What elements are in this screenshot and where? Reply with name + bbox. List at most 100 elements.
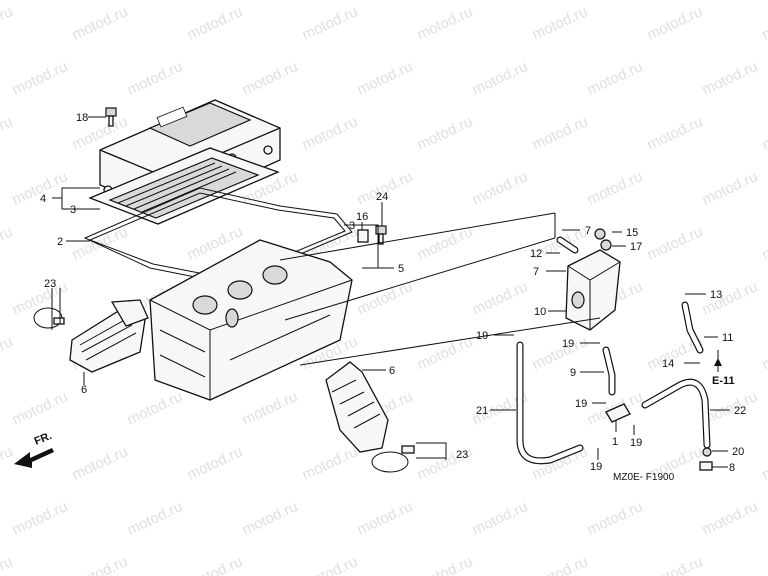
cap-17 [600,239,612,251]
label-21: 21 [476,405,488,417]
watermark-text: motod.ru [10,388,71,428]
watermark-text: motod.ru [700,168,761,208]
label-e11: E-11 [712,375,735,387]
intake-duct-left [69,299,149,373]
air-cleaner-case [149,239,353,401]
watermark-text: motod.ru [0,333,15,373]
watermark-text: motod.ru [760,3,768,43]
joint-1 [605,403,631,423]
intake-duct-right [325,361,389,453]
hose-9 [602,346,616,396]
watermark-text: motod.ru [70,553,131,576]
label-12: 12 [530,248,542,260]
label-18: 18 [76,112,88,124]
watermark-text: motod.ru [70,3,131,43]
watermark-text: motod.ru [470,168,531,208]
watermark-text: motod.ru [530,333,591,373]
e11-reference-arrow [714,358,722,366]
watermark-text: motod.ru [470,278,531,318]
hose-11 [681,301,704,354]
watermark-text: motod.ru [70,443,131,483]
watermark-text: motod.ru [585,498,646,538]
label-24: 24 [376,191,388,203]
watermark-text: motod.ru [415,113,476,153]
watermark-text: motod.ru [355,278,416,318]
assembly-lines [279,212,601,366]
label-19-b: 19 [562,338,574,350]
watermark-text: motod.ru [415,3,476,43]
watermark-text: motod.ru [530,113,591,153]
watermark-text: motod.ru [760,443,768,483]
bolt-18 [105,107,117,127]
label-23-a: 23 [44,278,56,290]
label-2: 2 [57,236,63,248]
label-19-c: 19 [575,398,587,410]
breather-separator-10 [565,249,621,331]
watermark-text: motod.ru [700,498,761,538]
air-filter-element [88,147,280,225]
watermark-text: motod.ru [760,223,768,263]
label-3-a: 3 [70,204,76,216]
label-11: 11 [722,332,733,344]
label-20: 20 [732,446,744,458]
label-6-a: 6 [81,384,87,396]
watermark-text: motod.ru [0,443,15,483]
watermark-text: motod.ru [0,223,15,263]
watermark-text: motod.ru [240,58,301,98]
watermark-text: motod.ru [0,3,15,43]
label-9: 9 [570,367,576,379]
label-19-e: 19 [630,437,642,449]
hose-12 [556,236,579,254]
label-16: 16 [356,211,368,223]
leader-lines [51,116,730,468]
watermark-text: motod.ru [0,553,15,576]
watermark-text: motod.ru [355,58,416,98]
watermark-text: motod.ru [125,58,186,98]
front-direction-arrow [14,448,54,468]
label-19-a: 19 [476,330,488,342]
watermark-text: motod.ru [760,333,768,373]
drawing-code: MZ0E- F1900 [613,472,675,483]
watermark-text: motod.ru [240,498,301,538]
watermark-text: motod.ru [645,3,706,43]
label-23-b: 23 [456,449,468,461]
label-1: 1 [612,436,618,448]
plug-20 [702,447,712,457]
clip-16 [357,229,369,243]
label-22: 22 [734,405,746,417]
bolt-24 [375,225,387,245]
watermark-text: motod.ru [645,223,706,263]
label-5: 5 [398,263,404,275]
label-10: 10 [534,306,546,318]
watermark-text: motod.ru [530,3,591,43]
cap-15 [594,228,606,240]
label-15: 15 [626,227,638,239]
label-14: 14 [662,358,674,370]
watermark-text: motod.ru [700,58,761,98]
watermark-text: motod.ru [185,3,246,43]
hose-21 [516,341,584,465]
watermark-text: motod.ru [10,58,71,98]
watermark-text: motod.ru [415,223,476,263]
watermark-text: motod.ru [760,113,768,153]
plug-8 [699,461,713,471]
watermark-text: motod.ru [645,113,706,153]
watermark-text: motod.ru [530,553,591,576]
watermark-text: motod.ru [470,58,531,98]
label-6-b: 6 [389,365,395,377]
watermark-text: motod.ru [240,388,301,428]
watermark-text: motod.ru [645,553,706,576]
label-fr: FR. [33,430,54,448]
watermark-text: motod.ru [700,278,761,318]
hose-clamp-right [371,445,415,473]
watermark-text: motod.ru [300,113,361,153]
label-3-b: 3 [349,220,355,232]
watermark-text: motod.ru [0,113,15,153]
watermark-text: motod.ru [10,498,71,538]
hose-clamp-left [33,307,65,329]
watermark-text: motod.ru [125,498,186,538]
label-19-d: 19 [590,461,602,473]
cover-gasket [83,187,353,285]
part-labels: 18 4 3 2 24 16 3 5 23 6 6 23 7 12 7 15 1… [33,112,747,483]
